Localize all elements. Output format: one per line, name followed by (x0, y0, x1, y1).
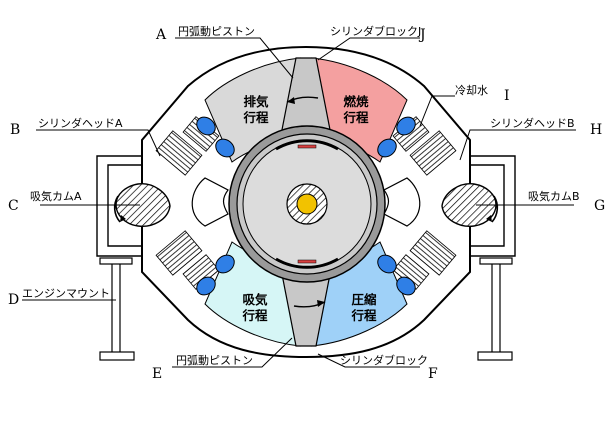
label-engine-mount: エンジンマウント (22, 287, 110, 300)
inner-cavity-left (191, 177, 229, 227)
inner-cavity-right (383, 177, 421, 227)
center-shaft (296, 193, 318, 215)
label-intake-cam-a: 吸気カムA (30, 189, 82, 203)
letter-j: J (418, 27, 426, 43)
label-coolant: 冷却水 (455, 84, 488, 97)
letter-g: G (594, 198, 605, 214)
letter-i: I (504, 88, 510, 104)
intake-cam-right (441, 183, 499, 227)
svg-text:吸気: 吸気 (242, 292, 268, 307)
letter-b: B (10, 122, 20, 138)
valve-train-lower-right (392, 230, 457, 290)
label-cylinder-block-top: シリンダブロックJ (330, 24, 421, 38)
label-intake-cam-b: 吸気カムB (528, 189, 580, 203)
label-arc-piston-bottom: 円弧動ピストン (176, 353, 253, 367)
svg-text:行程: 行程 (350, 308, 377, 323)
label-cylinder-head-a: シリンダヘッドA (38, 116, 123, 130)
letter-a: A (155, 27, 167, 43)
letter-e: E (152, 366, 162, 382)
letter-c: C (8, 198, 19, 214)
svg-text:行程: 行程 (241, 308, 268, 323)
cooling-ports (196, 116, 416, 296)
letter-h: H (590, 122, 602, 138)
label-cylinder-block-bottom: シリンダブロック (340, 353, 428, 367)
label-arc-piston-top: 円弧動ピストン (178, 24, 255, 38)
svg-text:行程: 行程 (242, 110, 269, 125)
central-rotor (228, 125, 386, 283)
label-cylinder-head-b: シリンダヘッドB (490, 116, 575, 130)
label-exhaust-stroke: 排気 行程 (242, 94, 269, 125)
valve-train-upper-left (155, 116, 220, 176)
svg-text:行程: 行程 (342, 110, 369, 125)
rotation-arrows (286, 96, 326, 308)
engine-mount-right (477, 257, 513, 361)
label-intake-stroke: 吸気 行程 (241, 292, 268, 323)
svg-text:燃焼: 燃焼 (343, 94, 369, 109)
svg-text:排気: 排気 (243, 94, 269, 109)
engine-mount-left (99, 257, 135, 361)
letter-d: D (8, 292, 19, 308)
svg-text:圧縮: 圧縮 (351, 292, 377, 307)
leader-lines (22, 37, 576, 368)
label-compression-stroke: 圧縮 行程 (350, 292, 377, 323)
intake-cam-left (113, 183, 171, 227)
letter-f: F (428, 366, 438, 382)
label-combustion-stroke: 燃焼 行程 (342, 94, 369, 125)
